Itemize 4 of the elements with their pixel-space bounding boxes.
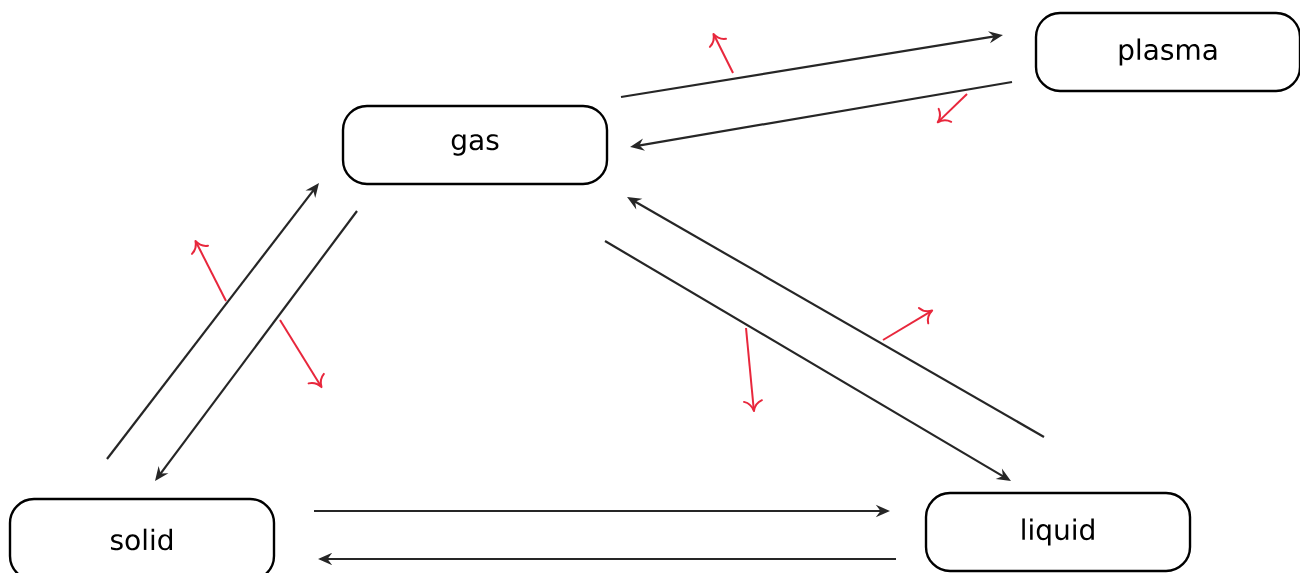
state-box: plasma <box>1034 11 1300 93</box>
state-box: gas <box>341 104 609 186</box>
state-box: solid <box>8 497 276 573</box>
state-box: liquid <box>924 491 1192 573</box>
